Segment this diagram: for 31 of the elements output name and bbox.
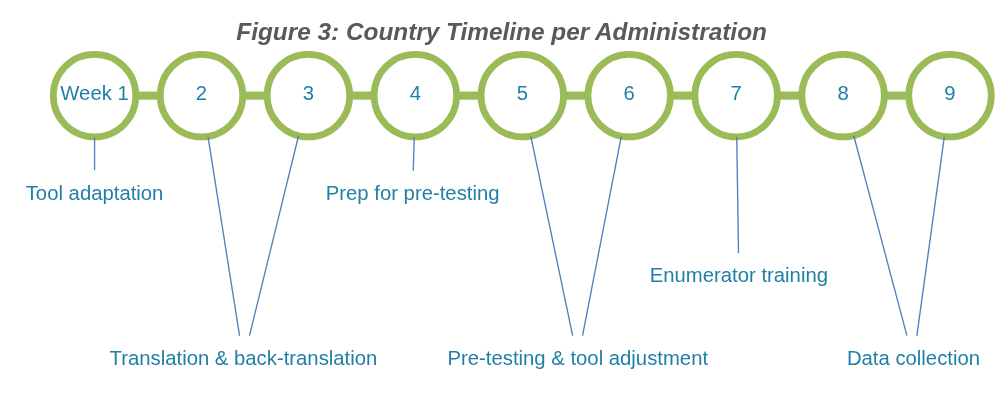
node-text: Prep for pre-testing xyxy=(325,181,500,204)
connector xyxy=(777,91,802,100)
node-circle: 6 xyxy=(584,50,674,140)
connector xyxy=(248,134,300,336)
node-circle: 7 xyxy=(691,50,781,140)
node-text: Tool adaptation xyxy=(25,181,164,204)
connector xyxy=(207,135,241,336)
node-text: Pre-testing & tool adjustment xyxy=(447,346,709,369)
diagram-title: Figure 3: Country Timeline per Administration xyxy=(236,17,767,45)
node-circle: 4 xyxy=(370,50,461,140)
node-circle: 5 xyxy=(477,50,567,140)
connector xyxy=(530,135,574,336)
node-circle: 8 xyxy=(798,50,888,140)
node-circle: 9 xyxy=(905,50,995,140)
connector xyxy=(456,91,481,100)
connector xyxy=(581,135,622,336)
node-circle: 2 xyxy=(156,50,247,140)
node-circle: Week 1 xyxy=(49,50,140,140)
node-text: Data collection xyxy=(846,346,981,369)
connector xyxy=(670,91,695,100)
node-text: Enumerator training xyxy=(649,263,828,286)
connector xyxy=(349,91,374,100)
connector xyxy=(884,91,909,100)
connector xyxy=(736,135,740,254)
connector xyxy=(853,134,908,336)
connector xyxy=(93,136,96,171)
connector xyxy=(916,135,945,336)
connector xyxy=(563,91,588,100)
connector xyxy=(412,135,415,171)
node-circle: 3 xyxy=(263,50,354,140)
node-text: Translation & back-translation xyxy=(109,346,378,369)
